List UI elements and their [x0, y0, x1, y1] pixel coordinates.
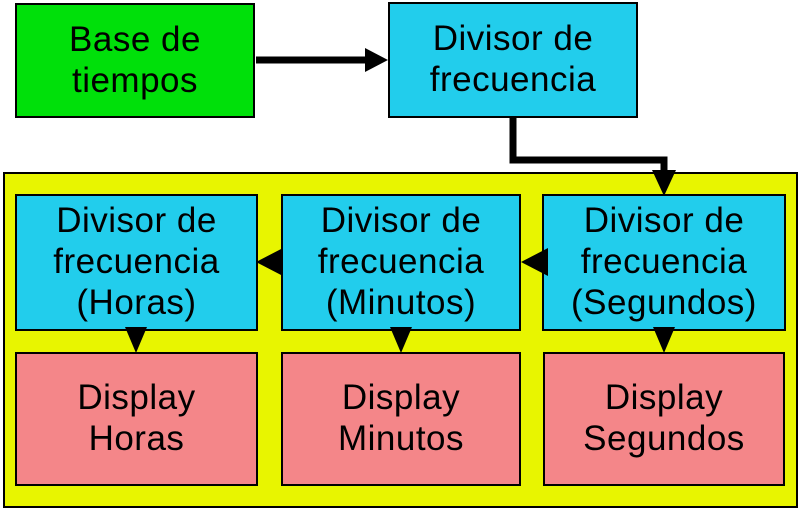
node-label-line: (Minutos)	[325, 282, 477, 322]
node-label-line: Divisor de	[432, 19, 594, 59]
node-label-line: frecuencia	[53, 242, 220, 282]
node-display-seconds: Display Segundos	[543, 352, 785, 486]
node-label-line: Display	[604, 378, 724, 418]
node-label-line: Display	[341, 378, 461, 418]
node-label-line: Divisor de	[583, 201, 745, 241]
node-label-line: (Horas)	[76, 282, 197, 322]
arrow-timebase-to-divider	[256, 48, 388, 72]
node-label-line: Divisor de	[56, 201, 217, 241]
node-label-line: (Segundos)	[571, 282, 757, 322]
node-label-line: frecuencia	[429, 60, 597, 99]
node-label-line: tiempos	[71, 60, 199, 100]
node-label-line: Segundos	[583, 419, 745, 458]
node-label-line: Base de	[69, 19, 201, 59]
node-label-line: Horas	[88, 419, 185, 458]
node-display-hours: Display Horas	[15, 352, 258, 486]
node-divider-minutes: Divisor de frecuencia (Minutos)	[281, 194, 521, 331]
node-label-line: Minutos	[337, 419, 465, 458]
node-time-base: Base de tiempos	[15, 3, 255, 118]
node-label-line: Display	[77, 378, 196, 418]
node-divider-seconds: Divisor de frecuencia (Segundos)	[542, 194, 786, 331]
node-label-line: frecuencia	[317, 242, 485, 282]
node-frequency-divider: Divisor de frecuencia	[388, 2, 638, 118]
node-display-minutes: Display Minutos	[281, 352, 521, 486]
node-label-line: Divisor de	[320, 201, 482, 241]
node-label-line: frecuencia	[580, 242, 748, 282]
node-divider-hours: Divisor de frecuencia (Horas)	[15, 194, 258, 331]
